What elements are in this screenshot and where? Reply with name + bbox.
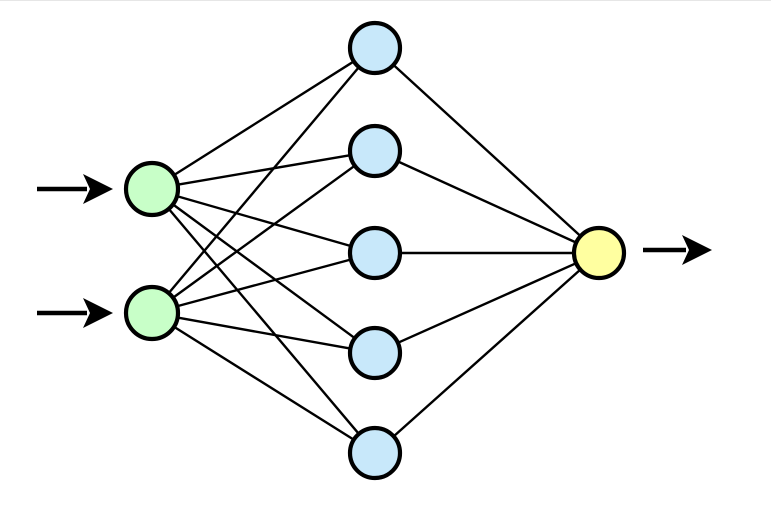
- edge-input-1-to-hidden-5: [166, 206, 361, 436]
- edge-input-2-to-hidden-3: [175, 257, 353, 308]
- edge-input-1-to-hidden-3: [175, 194, 353, 248]
- node-hidden-2[interactable]: [347, 123, 403, 179]
- edges-group: [166, 59, 583, 442]
- node-hidden-3[interactable]: [347, 225, 403, 281]
- output-arrow-1: [643, 235, 712, 265]
- input-arrow-2: [37, 298, 113, 328]
- layer-output-layer: [571, 225, 627, 281]
- edge-input-1-to-hidden-2: [175, 153, 353, 187]
- edge-hidden-1-to-output-1: [391, 62, 583, 239]
- node-hidden-5[interactable]: [347, 425, 403, 481]
- edge-input-2-to-hidden-4: [175, 316, 353, 351]
- edge-input-1-to-hidden-4: [171, 202, 357, 341]
- edge-input-2-to-hidden-2: [171, 163, 357, 300]
- io-arrows-group: [37, 174, 712, 328]
- input-arrow-1: [37, 174, 113, 204]
- node-output-1[interactable]: [571, 225, 627, 281]
- edge-input-2-to-hidden-1: [166, 65, 361, 296]
- input-arrow-1-head: [83, 174, 113, 204]
- edge-input-2-to-hidden-5: [172, 325, 356, 442]
- output-arrow-1-head: [682, 235, 712, 265]
- node-input-1[interactable]: [123, 160, 181, 218]
- layer-hidden-layer: [347, 20, 403, 481]
- edge-hidden-5-to-output-1: [391, 267, 583, 439]
- edge-input-1-to-hidden-1: [172, 59, 356, 177]
- edge-hidden-2-to-output-1: [395, 159, 579, 245]
- node-input-2[interactable]: [123, 284, 181, 342]
- node-hidden-4[interactable]: [347, 325, 403, 381]
- layer-input-layer: [123, 160, 181, 342]
- node-hidden-1[interactable]: [347, 20, 403, 76]
- nodes-group: [123, 20, 627, 481]
- edge-hidden-4-to-output-1: [395, 261, 579, 345]
- input-arrow-2-head: [83, 298, 113, 328]
